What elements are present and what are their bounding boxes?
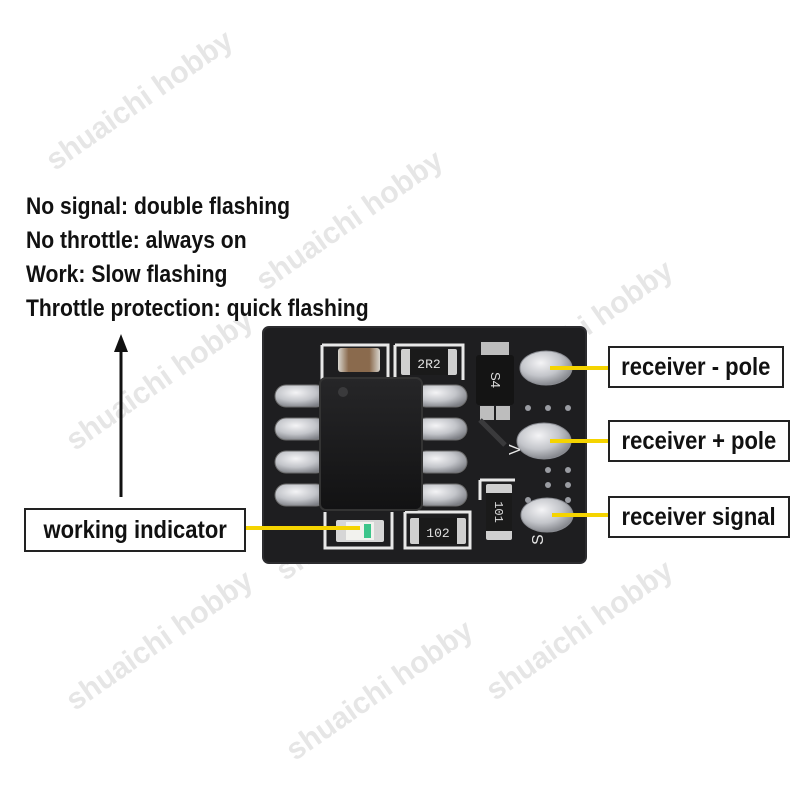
led-indicator xyxy=(336,520,384,542)
label-working-indicator: working indicator xyxy=(24,508,246,552)
resistor-101-label: 101 xyxy=(491,501,505,523)
transistor-s4: S4 xyxy=(476,342,514,420)
via-holes xyxy=(525,405,571,503)
label-receiver-positive-text: receiver + pole xyxy=(621,426,777,455)
label-working-indicator-text: working indicator xyxy=(43,515,227,544)
legend-work: Work: Slow flashing xyxy=(26,261,228,288)
resistor-2r2: 2R2 xyxy=(401,349,457,375)
resistor-102-label: 102 xyxy=(426,526,449,541)
label-receiver-negative-text: receiver - pole xyxy=(621,352,771,381)
resistor-101: 101 xyxy=(486,484,512,540)
label-receiver-signal: receiver signal xyxy=(608,496,790,538)
legend-no-signal: No signal: double flashing xyxy=(26,193,290,220)
capacitor xyxy=(338,348,380,372)
resistor-2r2-label: 2R2 xyxy=(417,357,440,372)
up-arrow-icon xyxy=(114,334,128,497)
pin-v-marking: V xyxy=(507,444,524,455)
legend-no-throttle: No throttle: always on xyxy=(26,227,247,254)
label-receiver-signal-text: receiver signal xyxy=(621,502,777,531)
resistor-102: 102 xyxy=(410,518,466,544)
legend-throttle-protection: Throttle protection: quick flashing xyxy=(26,295,369,322)
status-legend: No signal: double flashing No throttle: … xyxy=(26,190,415,326)
ic-chip xyxy=(274,377,468,511)
pin-s-marking: S xyxy=(530,534,547,545)
label-receiver-negative: receiver - pole xyxy=(608,346,784,388)
transistor-s4-label: S4 xyxy=(488,372,503,388)
label-receiver-positive: receiver + pole xyxy=(608,420,790,462)
